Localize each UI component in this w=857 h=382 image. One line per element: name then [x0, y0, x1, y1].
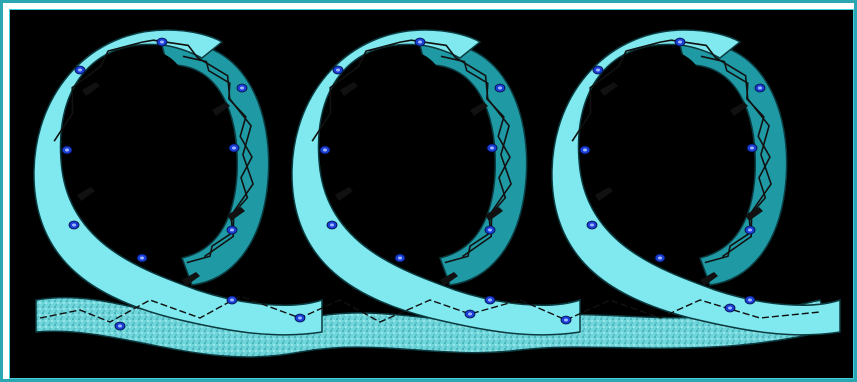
oxygen-atom [655, 254, 665, 262]
oxygen-atom [725, 304, 735, 312]
oxygen-atom [62, 146, 72, 154]
helix-loop-2 [292, 30, 580, 335]
helix-cavity [364, 52, 460, 248]
wedge-bond [340, 82, 358, 96]
oxygen-atom [415, 38, 425, 46]
oxygen-atom [237, 84, 247, 92]
oxygen-atom [755, 84, 765, 92]
oxygen-atom [320, 146, 330, 154]
oxygen-atom [229, 144, 239, 152]
wedge-bond [600, 82, 618, 96]
oxygen-atom [395, 254, 405, 262]
oxygen-atom [327, 221, 337, 229]
oxygen-atom [745, 296, 755, 304]
oxygen-atom [75, 66, 85, 74]
wedge-bond [595, 187, 613, 201]
oxygen-atom [495, 84, 505, 92]
oxygen-atom [747, 144, 757, 152]
oxygen-atom [69, 221, 79, 229]
oxygen-atom [227, 296, 237, 304]
helix-cavity [624, 52, 720, 248]
oxygen-atom [333, 66, 343, 74]
wedge-bond [730, 102, 748, 116]
oxygen-atom [593, 66, 603, 74]
oxygen-atom [487, 144, 497, 152]
oxygen-atom [465, 310, 475, 318]
helix-loop-1 [34, 30, 322, 335]
helix-cavity [106, 52, 202, 248]
wedge-bond [82, 82, 100, 96]
oxygen-atom [675, 38, 685, 46]
oxygen-atom [115, 322, 125, 330]
wedge-bond [212, 102, 230, 116]
oxygen-atom [295, 314, 305, 322]
oxygen-atom [745, 226, 755, 234]
wedge-bond [335, 187, 353, 201]
oxygen-atom [587, 221, 597, 229]
oxygen-atom [227, 226, 237, 234]
helix-loop-3 [552, 30, 840, 335]
oxygen-atom [580, 146, 590, 154]
oxygen-atom [137, 254, 147, 262]
oxygen-atom [485, 226, 495, 234]
wedge-bond [470, 102, 488, 116]
oxygen-atom [157, 38, 167, 46]
wedge-bond [77, 187, 95, 201]
oxygen-atom [485, 296, 495, 304]
oxygen-atom [561, 316, 571, 324]
